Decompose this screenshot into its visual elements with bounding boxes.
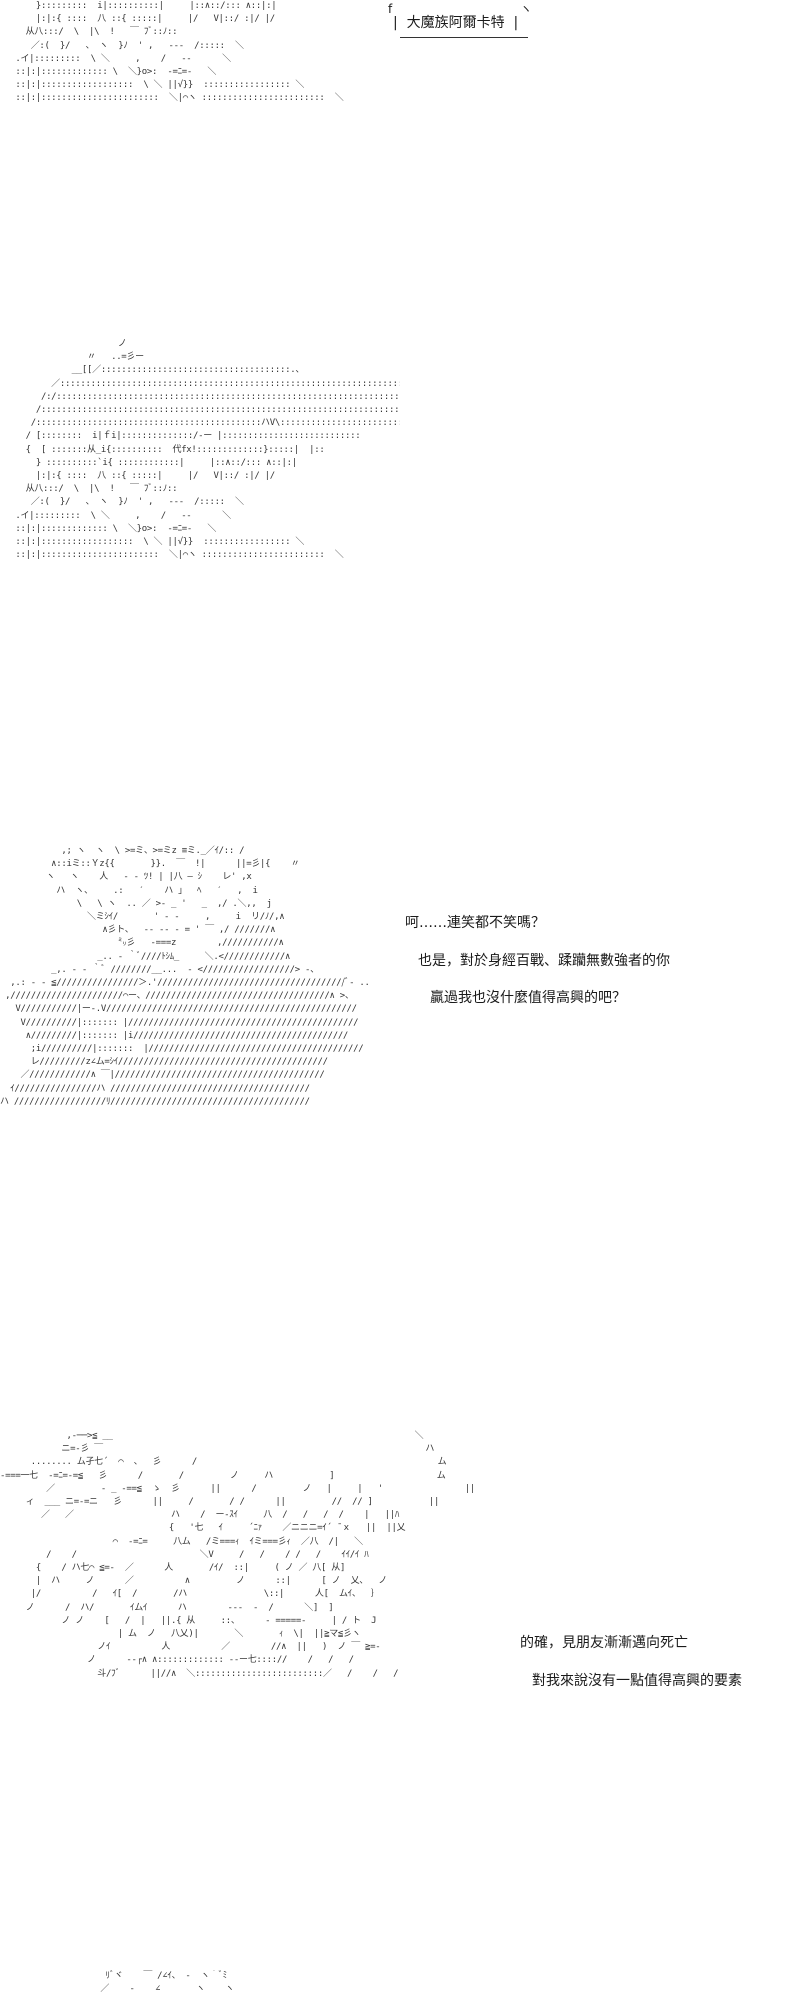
character-name-sign: | 大魔族阿爾卡特 | bbox=[393, 15, 519, 31]
name-sign-corner-left: f bbox=[388, 2, 393, 16]
ascii-art-panel-4: ,‐──>≦ __ ＼ ニ=‐彡 ￣ ハ ........ ム孑七´ ⌒ 、 彡… bbox=[0, 1431, 475, 1679]
dialogue-line: 對我來說沒有一點值得高興的要素 bbox=[532, 1673, 742, 1689]
ascii-art-panel-1: }::::::::: i|::::::::::| |::∧::/::: ∧::|… bbox=[15, 1, 344, 104]
name-sign-bottom-border bbox=[400, 37, 528, 38]
ascii-art-panel-5: ﾘﾞヾ ￣ /∠ｲ、 ‐ ヽ｀ﾞﾐ ／ ‐ ∠ ヽ ヽ bbox=[100, 1971, 234, 1995]
dialogue-line: 的確，見朋友漸漸邁向死亡 bbox=[520, 1635, 688, 1651]
dialogue-line: 呵……連笑都不笑嗎？ bbox=[405, 915, 545, 931]
dialogue-line: 也是，對於身經百戰、蹂躪無數強者的你 bbox=[418, 953, 670, 969]
dialogue-line: 贏過我也沒什麼值得高興的吧？ bbox=[430, 990, 626, 1006]
ascii-art-panel-2: ノ 〃 ..=彡ー __[[／:::::::::::::::::::::::::… bbox=[15, 339, 400, 561]
name-sign-corner-right: ヽ bbox=[520, 2, 533, 16]
ascii-art-panel-3: ,; ヽ ヽ \ >=ミ、>=ミz ≡ミ._／ｲ/:: / ∧::iミ::Ｙz{… bbox=[0, 846, 370, 1107]
